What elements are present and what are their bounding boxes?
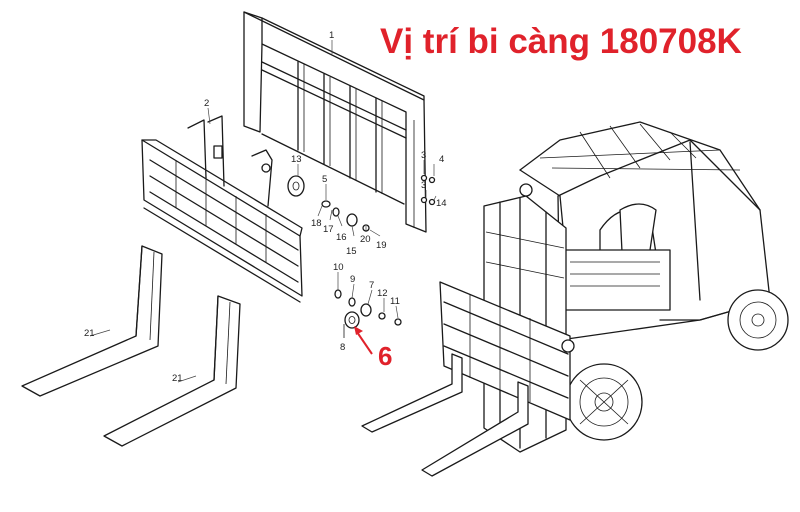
forklift-truck [361,121,789,477]
part-number: 20 [360,234,371,245]
part-number: 21 [172,373,183,384]
part-number-labels: 1 2 3 4 3 14 13 5 18 17 16 15 20 19 10 9… [84,30,447,384]
leader-lines [89,40,437,383]
part-number: 5 [322,174,327,185]
fork-arm-right-part-21 [103,295,241,447]
fork-carriage-part-2 [141,115,303,303]
part-number: 12 [377,288,388,299]
part-number: 15 [346,246,357,257]
part-number: 7 [369,280,374,291]
part-number: 10 [333,262,344,273]
fork-bearing-6 [344,311,360,329]
part-number: 8 [340,342,345,353]
part-number: 14 [436,198,447,209]
part-number: 13 [291,154,302,165]
part-number: 17 [323,224,334,235]
fork-arm-left-part-21 [21,245,163,397]
part-number: 18 [311,218,322,229]
part-number: 11 [390,296,400,307]
part-number: 19 [376,240,387,251]
part-number: 1 [329,30,334,41]
mast-frame-part-1 [243,11,427,233]
part-number: 3 [421,150,426,161]
callout-label: 6 [378,341,393,371]
hardware-cluster [287,174,436,338]
part-number: 3 [421,180,426,191]
callout-arrow [354,326,373,355]
part-number: 9 [350,274,355,285]
part-number: 16 [336,232,347,243]
diagram-title: Vị trí bi càng 180708K [380,22,742,61]
part-number: 21 [84,328,95,339]
part-number: 4 [439,154,444,165]
part-number: 2 [204,98,209,109]
